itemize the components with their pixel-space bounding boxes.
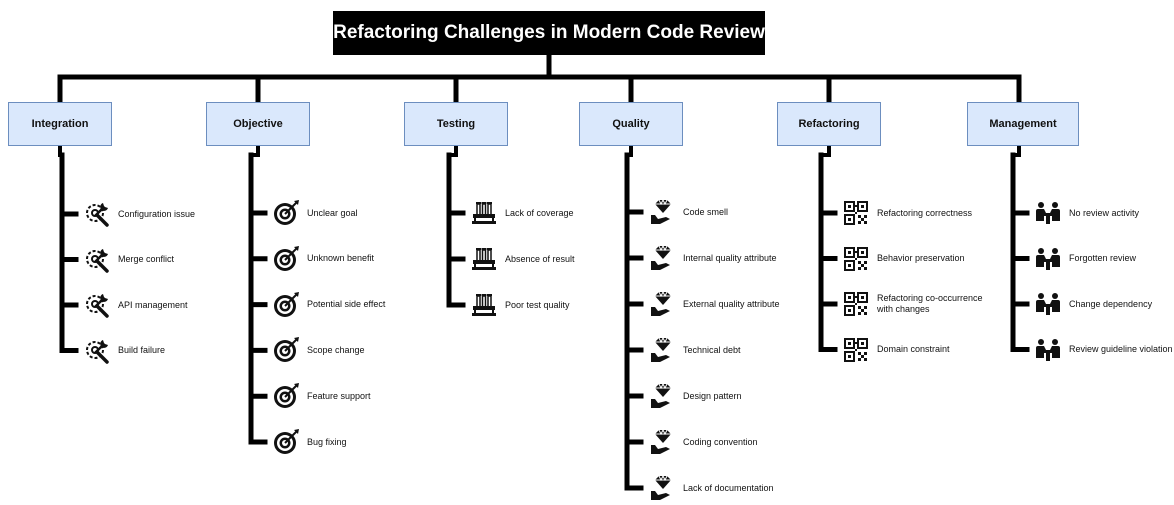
challenge-label: API management xyxy=(118,299,188,310)
category-integration: Integration xyxy=(8,102,112,146)
challenge-label: Feature support xyxy=(307,390,371,401)
challenge-item: Unknown benefit xyxy=(271,242,374,276)
challenge-item: Behavior preservation xyxy=(841,242,965,276)
challenge-label: Refactoring co-occurrence with changes xyxy=(877,293,983,314)
challenge-label: Internal quality attribute xyxy=(683,252,777,263)
category-refactoring: Refactoring xyxy=(777,102,881,146)
challenge-item: Review guideline violation xyxy=(1033,333,1173,367)
wrench-gear-icon xyxy=(82,199,112,229)
target-icon xyxy=(271,244,301,274)
challenge-label: Domain constraint xyxy=(877,344,950,354)
challenge-item: Domain constraint xyxy=(841,333,950,367)
meeting-icon xyxy=(1033,244,1063,274)
qr-code-icon xyxy=(841,335,871,365)
diamond-hand-icon xyxy=(647,473,677,503)
category-management: Management xyxy=(967,102,1079,146)
target-icon xyxy=(271,381,301,411)
test-tube-rack-icon xyxy=(469,290,499,320)
qr-code-icon xyxy=(841,289,871,319)
challenge-item: Lack of documentation xyxy=(647,471,774,505)
challenge-label: Potential side effect xyxy=(307,299,386,310)
challenge-item: Technical debt xyxy=(647,333,741,367)
target-icon xyxy=(271,335,301,365)
challenge-label: Design pattern xyxy=(683,390,742,401)
challenge-label: Technical debt xyxy=(683,344,741,355)
challenge-label: External quality attribute xyxy=(683,298,780,309)
challenge-item: Configuration issue xyxy=(82,197,195,231)
challenge-label: Lack of documentation xyxy=(683,482,774,493)
challenge-item: Forgotten review xyxy=(1033,242,1136,276)
challenge-item: Merge conflict xyxy=(82,243,174,277)
challenge-label: Behavior preservation xyxy=(877,253,965,263)
target-icon xyxy=(271,427,301,457)
challenge-label: Change dependency xyxy=(1069,298,1153,309)
challenge-label: Unknown benefit xyxy=(307,253,375,264)
challenge-label: Scope change xyxy=(307,344,365,355)
challenge-label: Bug fixing xyxy=(307,436,347,447)
challenge-item: Refactoring correctness xyxy=(841,196,972,230)
challenge-label: Configuration issue xyxy=(118,208,196,219)
challenge-item: Internal quality attribute xyxy=(647,241,777,275)
category-objective: Objective xyxy=(206,102,310,146)
challenge-item: No review activity xyxy=(1033,196,1139,230)
challenge-label: Coding convention xyxy=(683,436,758,447)
challenge-label: Code smell xyxy=(683,206,729,217)
wrench-gear-icon xyxy=(82,290,112,320)
challenge-label: Build failure xyxy=(118,345,166,355)
category-testing: Testing xyxy=(404,102,508,146)
meeting-icon xyxy=(1033,335,1063,365)
target-icon xyxy=(271,290,301,320)
diamond-hand-icon xyxy=(647,335,677,365)
qr-code-icon xyxy=(841,198,871,228)
challenge-item: Absence of result xyxy=(469,242,575,276)
challenge-item: Design pattern xyxy=(647,379,742,413)
challenge-item: Bug fixing xyxy=(271,425,347,459)
challenge-label: Refactoring correctness xyxy=(877,207,973,218)
test-tube-rack-icon xyxy=(469,198,499,228)
challenge-label: Review guideline violation xyxy=(1069,344,1173,354)
diamond-hand-icon xyxy=(647,197,677,227)
challenge-item: Potential side effect xyxy=(271,288,385,322)
challenge-label: Absence of result xyxy=(505,253,575,264)
wrench-gear-icon xyxy=(82,336,112,366)
target-icon xyxy=(271,198,301,228)
test-tube-rack-icon xyxy=(469,244,499,274)
challenge-label: No review activity xyxy=(1069,207,1140,218)
challenge-item: Poor test quality xyxy=(469,288,570,322)
qr-code-icon xyxy=(841,244,871,274)
diamond-hand-icon xyxy=(647,427,677,457)
challenge-item: Code smell xyxy=(647,195,728,229)
challenge-item: Change dependency xyxy=(1033,287,1152,321)
challenge-item: Refactoring co-occurrence with changes xyxy=(841,287,997,321)
challenge-label: Poor test quality xyxy=(505,299,570,310)
challenge-item: Build failure xyxy=(82,334,165,368)
category-quality: Quality xyxy=(579,102,683,146)
challenge-item: Unclear goal xyxy=(271,196,358,230)
diamond-hand-icon xyxy=(647,243,677,273)
challenge-label: Lack of coverage xyxy=(505,207,574,218)
diamond-hand-icon xyxy=(647,381,677,411)
challenge-label: Merge conflict xyxy=(118,254,175,264)
challenge-label: Forgotten review xyxy=(1069,253,1137,263)
challenge-item: External quality attribute xyxy=(647,287,780,321)
challenge-item: API management xyxy=(82,288,188,322)
challenge-item: Feature support xyxy=(271,379,371,413)
meeting-icon xyxy=(1033,198,1063,228)
meeting-icon xyxy=(1033,289,1063,319)
challenge-item: Coding convention xyxy=(647,425,758,459)
diagram-title: Refactoring Challenges in Modern Code Re… xyxy=(333,11,765,55)
challenge-item: Lack of coverage xyxy=(469,196,574,230)
challenge-item: Scope change xyxy=(271,333,365,367)
wrench-gear-icon xyxy=(82,245,112,275)
challenge-label: Unclear goal xyxy=(307,207,358,218)
diamond-hand-icon xyxy=(647,289,677,319)
